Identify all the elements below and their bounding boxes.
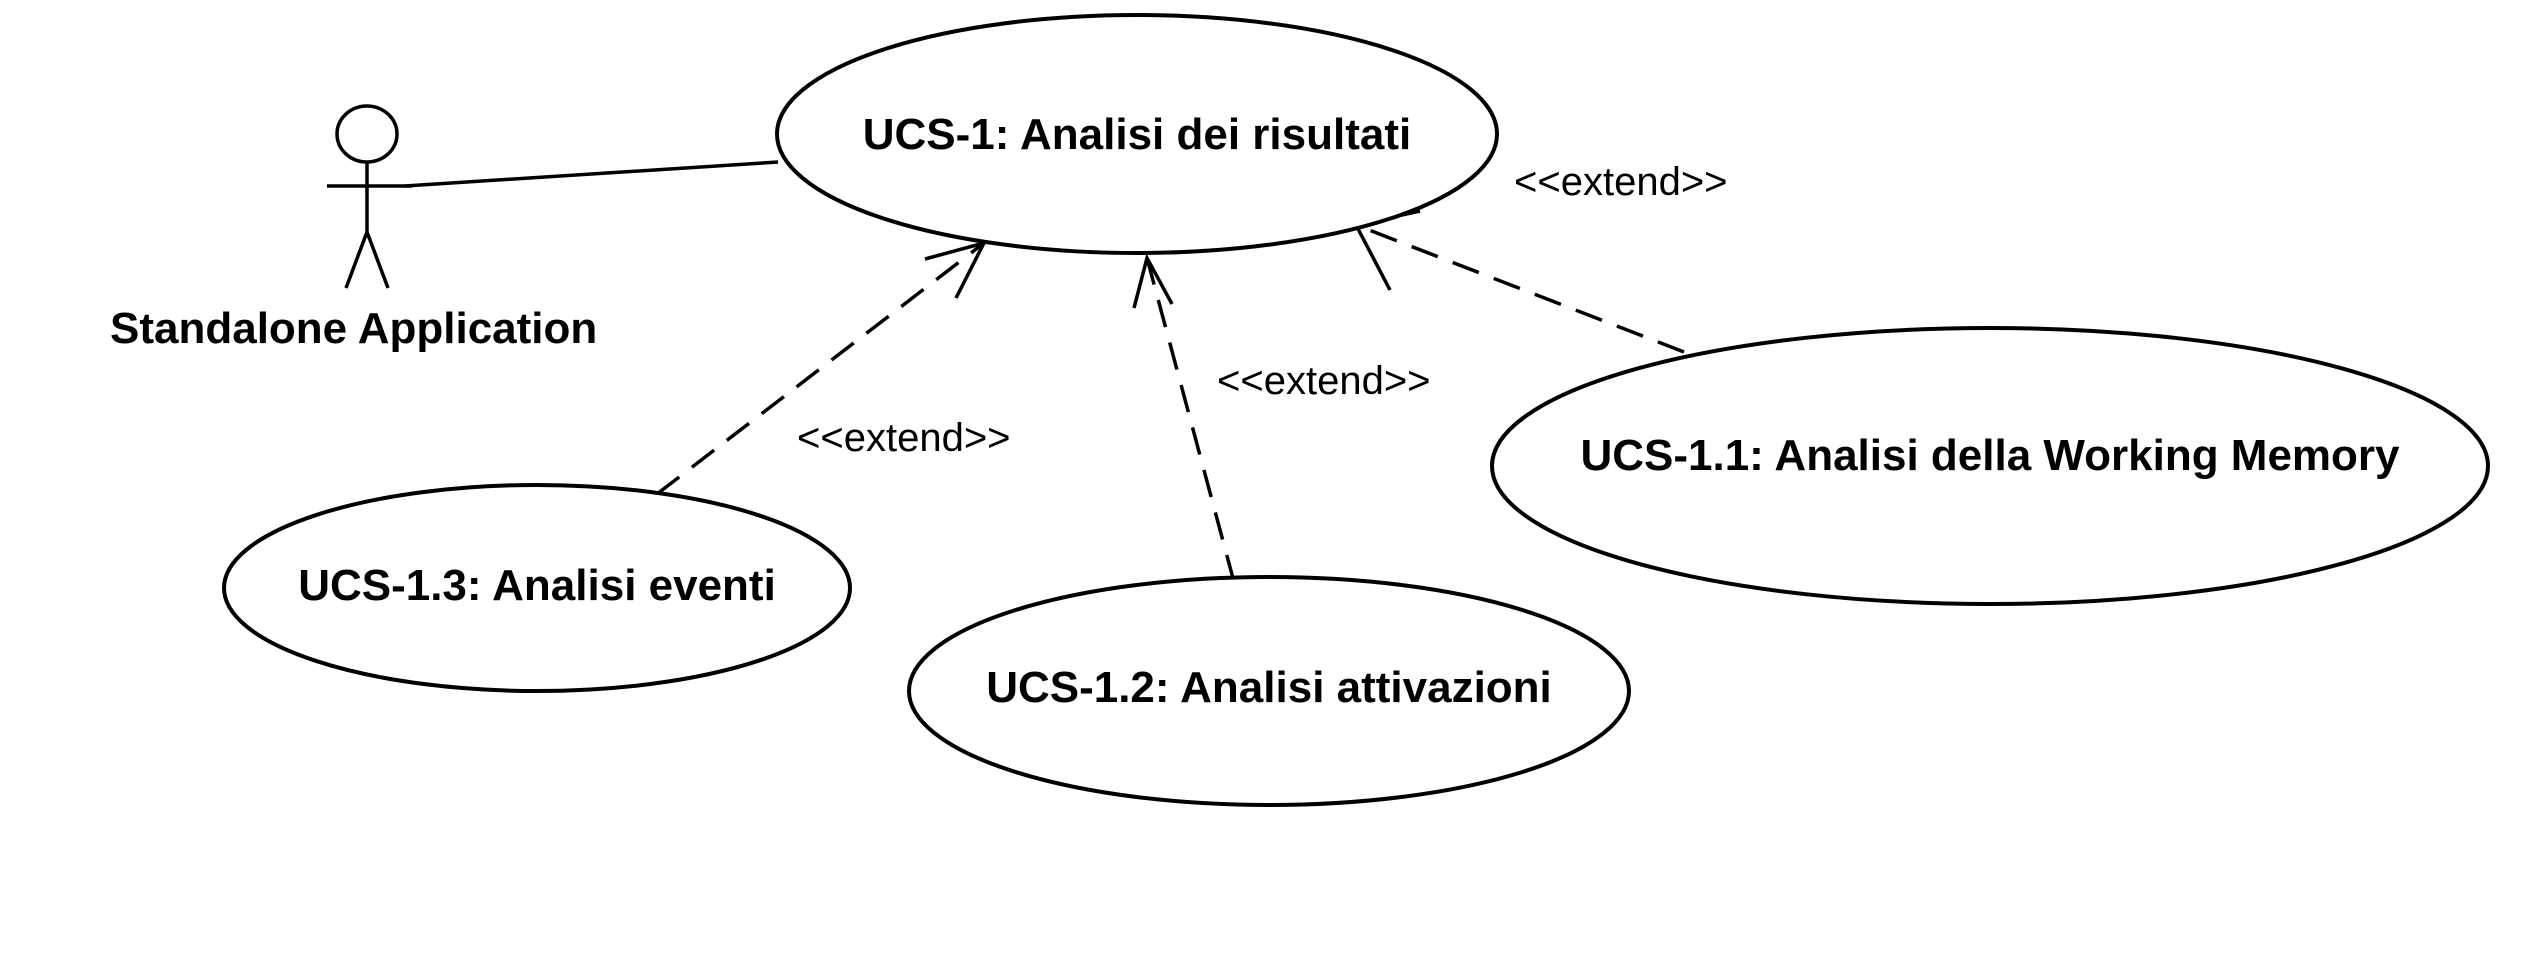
extend-label-working-memory: <<extend>> [1514, 160, 1728, 204]
usecase-attivazioni-label: UCS-1.2: Analisi attivazioni [986, 663, 1552, 712]
extend-label-eventi: <<extend>> [797, 416, 1011, 460]
actor-head [335, 104, 399, 164]
usecase-attivazioni[interactable]: UCS-1.2: Analisi attivazioni [907, 575, 1631, 807]
usecase-attivazioni-shape [907, 575, 1631, 807]
extend-line-attivazioni [1145, 257, 1236, 583]
arrowhead-attivazioni [1132, 253, 1174, 309]
usecase-main-label: UCS-1: Analisi dei risultati [863, 110, 1411, 159]
usecase-working-memory[interactable]: UCS-1.1: Analisi della Working Memory [1490, 326, 2490, 606]
extend-line-working-memory [1355, 223, 1685, 354]
usecase-working-memory-label: UCS-1.1: Analisi della Working Memory [1580, 431, 2400, 480]
usecase-eventi-label: UCS-1.3: Analisi eventi [298, 561, 776, 610]
usecase-eventi[interactable]: UCS-1.3: Analisi eventi [222, 483, 852, 693]
usecase-eventi-shape [222, 483, 852, 693]
usecase-main-shape [775, 13, 1499, 255]
actor-left-leg [344, 231, 369, 289]
usecase-main[interactable]: UCS-1: Analisi dei risultati [775, 13, 1499, 255]
extend-line-eventi [655, 241, 986, 496]
actor-figure[interactable] [327, 104, 412, 289]
usecase-working-memory-shape [1490, 326, 2490, 606]
actor-label: Standalone Application [110, 304, 597, 353]
extend-label-attivazioni: <<extend>> [1217, 359, 1431, 403]
actor-right-leg [365, 231, 390, 289]
actor-association-line [404, 160, 779, 188]
